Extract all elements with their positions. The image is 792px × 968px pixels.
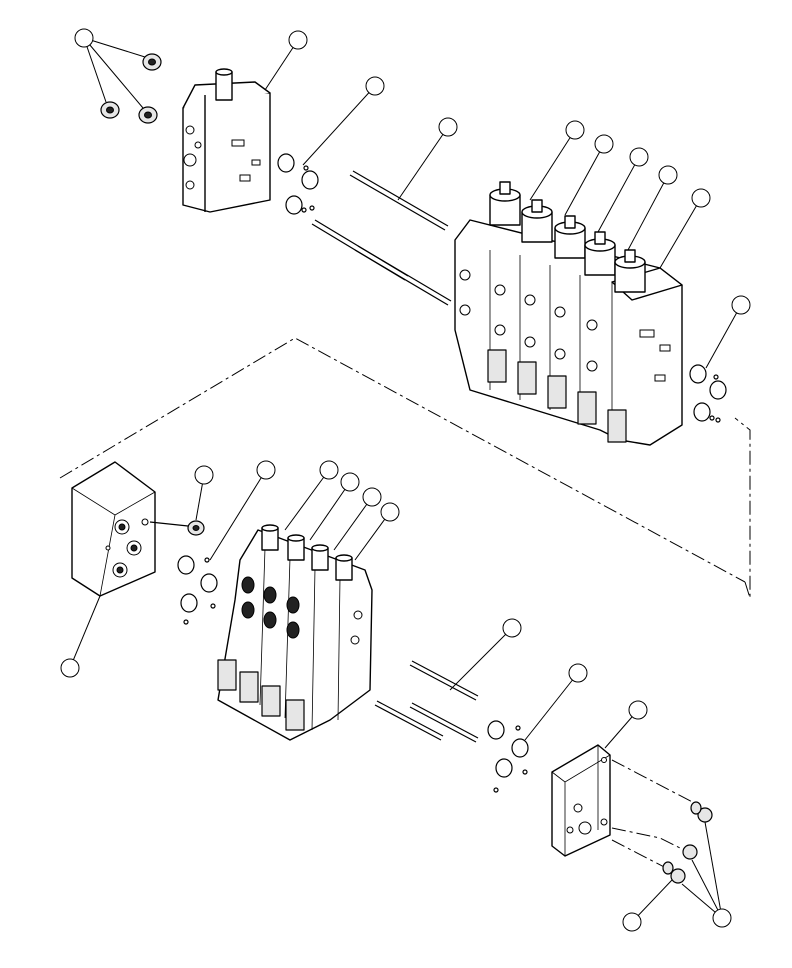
callout-circle bbox=[60, 658, 80, 678]
leader-lines bbox=[69, 37, 742, 923]
tie-rod-set-lower bbox=[374, 660, 479, 743]
pilot-cap bbox=[554, 215, 586, 259]
outlet-end-plate bbox=[551, 744, 611, 857]
nut-group-top-left bbox=[100, 53, 162, 124]
callout-circle bbox=[365, 76, 385, 96]
callouts bbox=[60, 28, 751, 932]
callout-circle bbox=[691, 188, 711, 208]
callout-circle bbox=[629, 147, 649, 167]
callout-circle bbox=[712, 908, 732, 928]
nut-part bbox=[100, 101, 120, 119]
end-cover-lower-left bbox=[71, 461, 156, 597]
pilot-cap bbox=[489, 181, 521, 226]
callout-circle bbox=[362, 487, 382, 507]
callout-circle bbox=[288, 30, 308, 50]
callout-circle bbox=[658, 165, 678, 185]
pilot-cap bbox=[584, 231, 616, 276]
callout-circle bbox=[502, 618, 522, 638]
callout-circle bbox=[256, 460, 276, 480]
callout-circle bbox=[565, 120, 585, 140]
pilot-cap bbox=[521, 199, 553, 243]
callout-circle bbox=[628, 700, 648, 720]
callout-circle bbox=[319, 460, 339, 480]
callout-circle bbox=[194, 465, 214, 485]
o-ring-set-right bbox=[689, 364, 727, 423]
nut-group-lower-right bbox=[611, 759, 713, 884]
callout-circle bbox=[594, 134, 614, 154]
nut-part bbox=[142, 53, 162, 71]
callout-circle bbox=[622, 912, 642, 932]
assembly-path-line bbox=[59, 337, 751, 599]
inlet-end-section bbox=[182, 68, 271, 213]
valve-stack-top bbox=[454, 181, 683, 446]
tie-rod-set-top bbox=[311, 170, 452, 306]
callout-circle bbox=[568, 663, 588, 683]
pilot-cap bbox=[614, 249, 646, 293]
valve-stack-lower bbox=[217, 524, 373, 741]
plug-fitting bbox=[149, 520, 205, 536]
callout-circle bbox=[74, 28, 94, 48]
nut-part bbox=[138, 106, 158, 124]
callout-circle bbox=[438, 117, 458, 137]
o-ring-set-top bbox=[277, 153, 319, 215]
o-ring-set-lower-right bbox=[487, 720, 529, 793]
callout-circle bbox=[380, 502, 400, 522]
callout-circle bbox=[731, 295, 751, 315]
o-ring-set-lower-left bbox=[177, 555, 218, 625]
callout-circle bbox=[340, 472, 360, 492]
